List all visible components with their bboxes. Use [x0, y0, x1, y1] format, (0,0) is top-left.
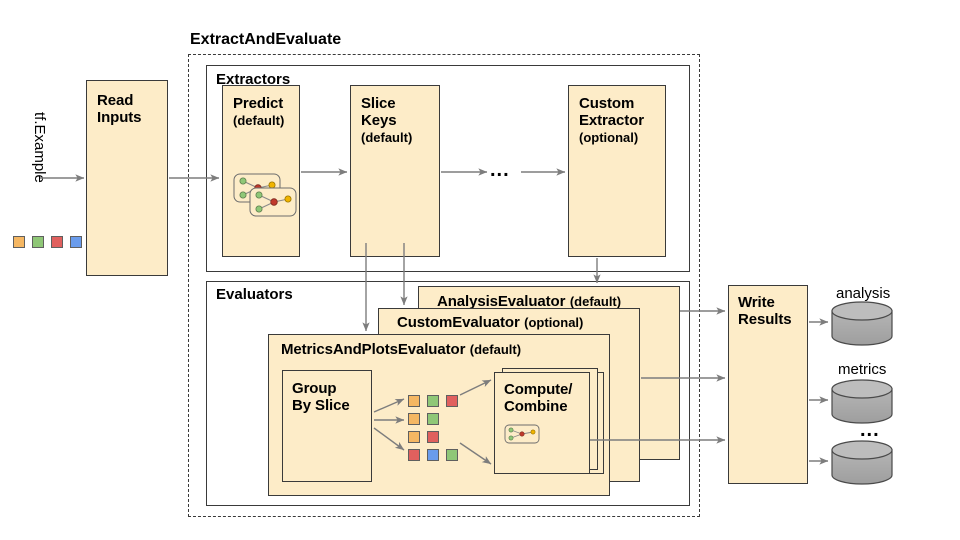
custom-extractor-tag: (optional) — [579, 130, 639, 145]
metrics-and-plots-evaluator-title: MetricsAndPlotsEvaluator — [281, 341, 466, 358]
analysis-evaluator-title: AnalysisEvaluator — [437, 293, 566, 310]
custom-extractor-line2: Extractor — [579, 112, 644, 129]
slice-keys-line1: Slice — [361, 95, 396, 112]
compute-combine-line1: Compute/ — [504, 381, 573, 398]
slice-keys-line2: Keys — [361, 112, 397, 129]
evaluators-header: Evaluators — [216, 286, 293, 303]
predict-node[interactable]: Predict (default) — [222, 85, 300, 257]
cylinder-metrics — [831, 379, 893, 424]
compute-combine-line2: Combine — [504, 398, 568, 415]
swatch-green — [446, 449, 458, 461]
analysis-evaluator-tag: (default) — [569, 294, 622, 309]
read-inputs-line1: Read — [97, 92, 134, 109]
read-inputs-node[interactable]: Read Inputs — [86, 80, 168, 276]
swatch-green — [427, 413, 439, 425]
extractors-header: Extractors — [216, 71, 291, 88]
swatch-orange — [408, 395, 420, 407]
custom-extractor-node[interactable]: Custom Extractor (optional) — [568, 85, 666, 257]
swatch-green — [32, 236, 44, 248]
slice-keys-tag: (default) — [361, 130, 413, 145]
swatch-blue — [427, 449, 439, 461]
predict-title: Predict — [233, 95, 284, 112]
output-label-analysis: analysis — [836, 285, 891, 302]
extract-and-evaluate-group — [188, 54, 700, 517]
write-results-line2: Results — [738, 311, 792, 328]
slice-row-4 — [408, 449, 458, 461]
swatch-blue — [70, 236, 82, 248]
predict-tag: (default) — [233, 113, 285, 128]
swatch-orange — [408, 431, 420, 443]
write-results-node[interactable]: Write Results — [728, 285, 808, 484]
slice-row-1 — [408, 395, 458, 407]
extract-and-evaluate-title: ExtractAndEvaluate — [190, 31, 342, 48]
group-by-slice-node[interactable]: Group By Slice — [282, 370, 372, 482]
extractors-ellipsis: ... — [490, 159, 510, 181]
slice-keys-node[interactable]: Slice Keys (default) — [350, 85, 440, 257]
group-by-slice-line2: By Slice — [292, 397, 350, 414]
slice-row-3 — [408, 431, 439, 443]
read-inputs-line2: Inputs — [97, 109, 142, 126]
swatch-red — [408, 449, 420, 461]
output-label-metrics: metrics — [838, 361, 887, 378]
slice-row-2 — [408, 413, 439, 425]
swatch-green — [427, 395, 439, 407]
cylinder-other — [831, 440, 893, 485]
swatch-red — [51, 236, 63, 248]
compute-combine-node[interactable]: Compute/ Combine — [494, 372, 590, 474]
swatch-red — [427, 431, 439, 443]
swatch-red — [446, 395, 458, 407]
input-swatches — [13, 236, 82, 248]
input-label: tf.Example — [30, 112, 48, 183]
metrics-and-plots-evaluator-tag: (default) — [469, 342, 522, 357]
swatch-orange — [13, 236, 25, 248]
swatch-orange — [408, 413, 420, 425]
input-label-text: tf.Example — [31, 112, 48, 183]
custom-evaluator-tag: (optional) — [524, 315, 584, 330]
custom-extractor-line1: Custom — [579, 95, 635, 112]
custom-evaluator-title: CustomEvaluator — [397, 314, 520, 331]
cylinder-analysis — [831, 301, 893, 346]
group-by-slice-line1: Group — [292, 380, 337, 397]
output-label-ellipsis: ... — [860, 419, 880, 441]
write-results-line1: Write — [738, 294, 775, 311]
